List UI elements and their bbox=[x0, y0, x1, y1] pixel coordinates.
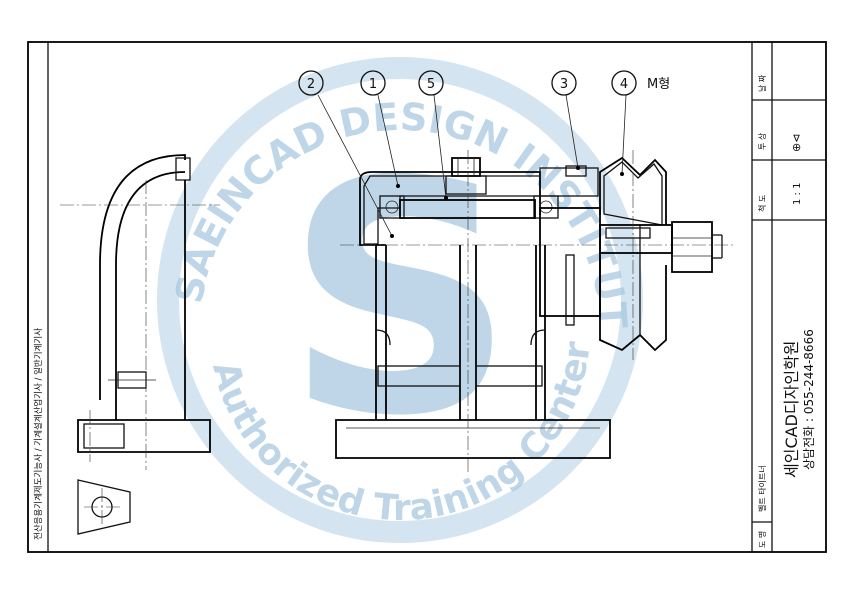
pulley-type-label: M형 bbox=[647, 77, 670, 92]
balloon-2: 2 bbox=[298, 70, 324, 96]
balloon-3: 3 bbox=[551, 70, 577, 96]
side-view bbox=[60, 154, 220, 470]
watermark-ring-outer bbox=[157, 57, 643, 543]
title-block: 날 짜 투 상 ⊕⊲ 척 도 1 : 1 벨트 타이트너 도 명 세인CAD디자… bbox=[751, 42, 826, 552]
projection-symbol: ⊕⊲ bbox=[790, 134, 803, 152]
front-section-view bbox=[335, 150, 735, 475]
svg-text:2: 2 bbox=[307, 77, 315, 92]
svg-text:1: 1 bbox=[369, 77, 377, 92]
svg-text:3: 3 bbox=[560, 77, 568, 92]
leader-lines bbox=[317, 94, 627, 238]
drawing-name: 벨트 타이트너 bbox=[757, 465, 767, 512]
date-header: 날 짜 bbox=[757, 74, 767, 92]
part-balloons: 2 1 5 3 4 M형 bbox=[298, 70, 670, 96]
projection-symbol-sheet bbox=[77, 479, 131, 535]
svg-text:4: 4 bbox=[620, 77, 628, 92]
scale-value: 1 : 1 bbox=[792, 183, 803, 205]
scale-header: 척 도 bbox=[758, 195, 767, 212]
side-label: 전산응용기계제도기능사 / 기계설계산업기사 / 일반기계기사 bbox=[33, 328, 44, 540]
company-phone: 상담전화 : 055-244-8666 bbox=[802, 329, 816, 470]
company-name: 세인CAD디자인학원 bbox=[782, 341, 801, 478]
sheet-border bbox=[27, 41, 827, 553]
balloon-5: 5 bbox=[418, 70, 444, 96]
svg-text:5: 5 bbox=[427, 77, 435, 92]
drawing-header: 도 명 bbox=[757, 531, 767, 548]
balloon-4: 4 bbox=[611, 70, 637, 96]
projection-header: 투 상 bbox=[757, 132, 767, 150]
balloon-1: 1 bbox=[360, 70, 386, 96]
